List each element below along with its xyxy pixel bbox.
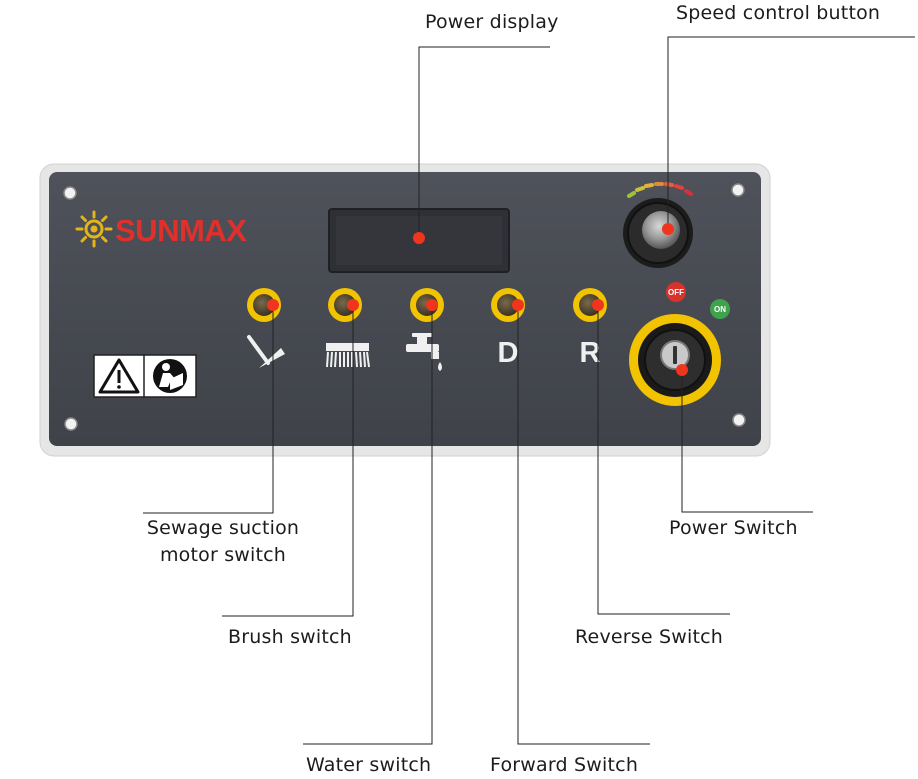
brush-switch-leader (222, 305, 354, 617)
brush-switch-dot (347, 299, 359, 311)
speed-control-knob[interactable] (623, 182, 693, 268)
svg-text:OFF: OFF (668, 288, 684, 297)
marker-dots (267, 223, 688, 376)
panel-face (49, 172, 761, 446)
sun-icon (75, 210, 113, 248)
reverse-letter: R (580, 337, 601, 369)
warning-labels (93, 354, 197, 398)
forward-switch-leader (517, 305, 650, 745)
reverse-switch-dot (592, 299, 604, 311)
label-speed-control: Speed control button (676, 2, 881, 24)
label-sewage-suction-2: motor switch (159, 544, 287, 566)
callout-lines (143, 36, 915, 745)
power-display-leader (418, 46, 550, 238)
power-switch-dot (676, 364, 688, 376)
water-switch-leader (303, 305, 433, 745)
speed-scale-marks (627, 182, 693, 198)
screw-top-right (731, 183, 745, 197)
sewage-suction-leader (143, 305, 274, 514)
forward-button[interactable] (491, 288, 525, 322)
power-switch-leader (681, 370, 813, 513)
label-water-switch: Water switch (306, 754, 432, 776)
warning-triangle-icon (98, 358, 140, 394)
label-brush-switch: Brush switch (228, 626, 352, 648)
water-tap-icon (406, 333, 442, 371)
brush-icon (326, 343, 370, 368)
label-power-switch: Power Switch (669, 517, 798, 539)
label-reverse-switch: Reverse Switch (575, 626, 724, 648)
label-sewage-suction-1: Sewage suction (146, 517, 300, 539)
speed-control-leader (667, 36, 915, 229)
power-display-dot (413, 232, 425, 244)
speed-control-dot (662, 223, 674, 235)
brand-name: SUNMAX (115, 213, 247, 248)
sunmax-logo: SUNMAX (75, 210, 248, 248)
screw-bottom-right (732, 413, 746, 427)
reverse-switch-leader (597, 305, 730, 615)
label-forward-switch: Forward Switch (490, 754, 639, 776)
svg-text:ON: ON (714, 305, 726, 314)
read-manual-icon (153, 359, 187, 393)
power-key-switch[interactable]: OFF ON (629, 282, 730, 406)
water-switch-dot (426, 299, 438, 311)
forward-switch-dot (512, 299, 524, 311)
on-indicator: ON (710, 299, 730, 319)
corner-screws (63, 183, 746, 431)
screw-top-left (63, 186, 77, 200)
forward-letter: D (498, 337, 519, 369)
label-power-display: Power display (425, 11, 559, 33)
sewage-suction-dot (267, 299, 279, 311)
off-indicator: OFF (666, 282, 686, 302)
screw-bottom-left (64, 417, 78, 431)
sewage-suction-icon (247, 335, 285, 368)
